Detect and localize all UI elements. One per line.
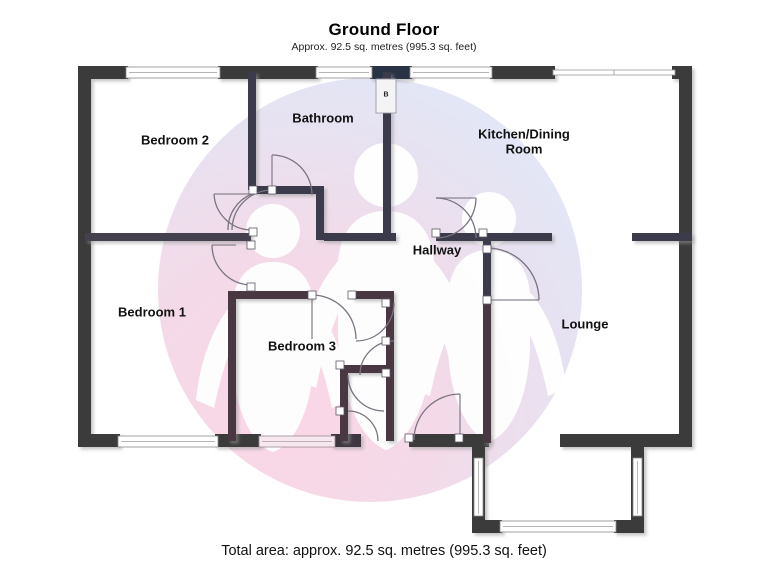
interior-walls xyxy=(85,72,692,443)
window-porch-left xyxy=(473,457,484,517)
bathroom-fixture-label: B xyxy=(383,91,389,99)
page-title: Ground Floor xyxy=(328,20,440,39)
bathroom-fixture-box xyxy=(375,78,397,114)
total-area-caption: Total area: approx. 92.5 sq. metres (995… xyxy=(221,543,547,559)
window-bedroom2 xyxy=(125,66,221,79)
window-porch-front xyxy=(499,520,617,533)
window-kitchen xyxy=(409,66,493,79)
window-porch-right xyxy=(632,457,643,517)
patio-doors-top-right xyxy=(552,69,676,76)
window-bedroom1 xyxy=(117,435,219,448)
window-bathroom xyxy=(315,66,373,79)
windows xyxy=(117,66,676,533)
door-jambs xyxy=(246,185,492,443)
window-bedroom3 xyxy=(258,435,336,448)
door-swings xyxy=(211,154,540,442)
page-subtitle: Approx. 92.5 sq. metres (995.3 sq. feet) xyxy=(291,41,477,53)
